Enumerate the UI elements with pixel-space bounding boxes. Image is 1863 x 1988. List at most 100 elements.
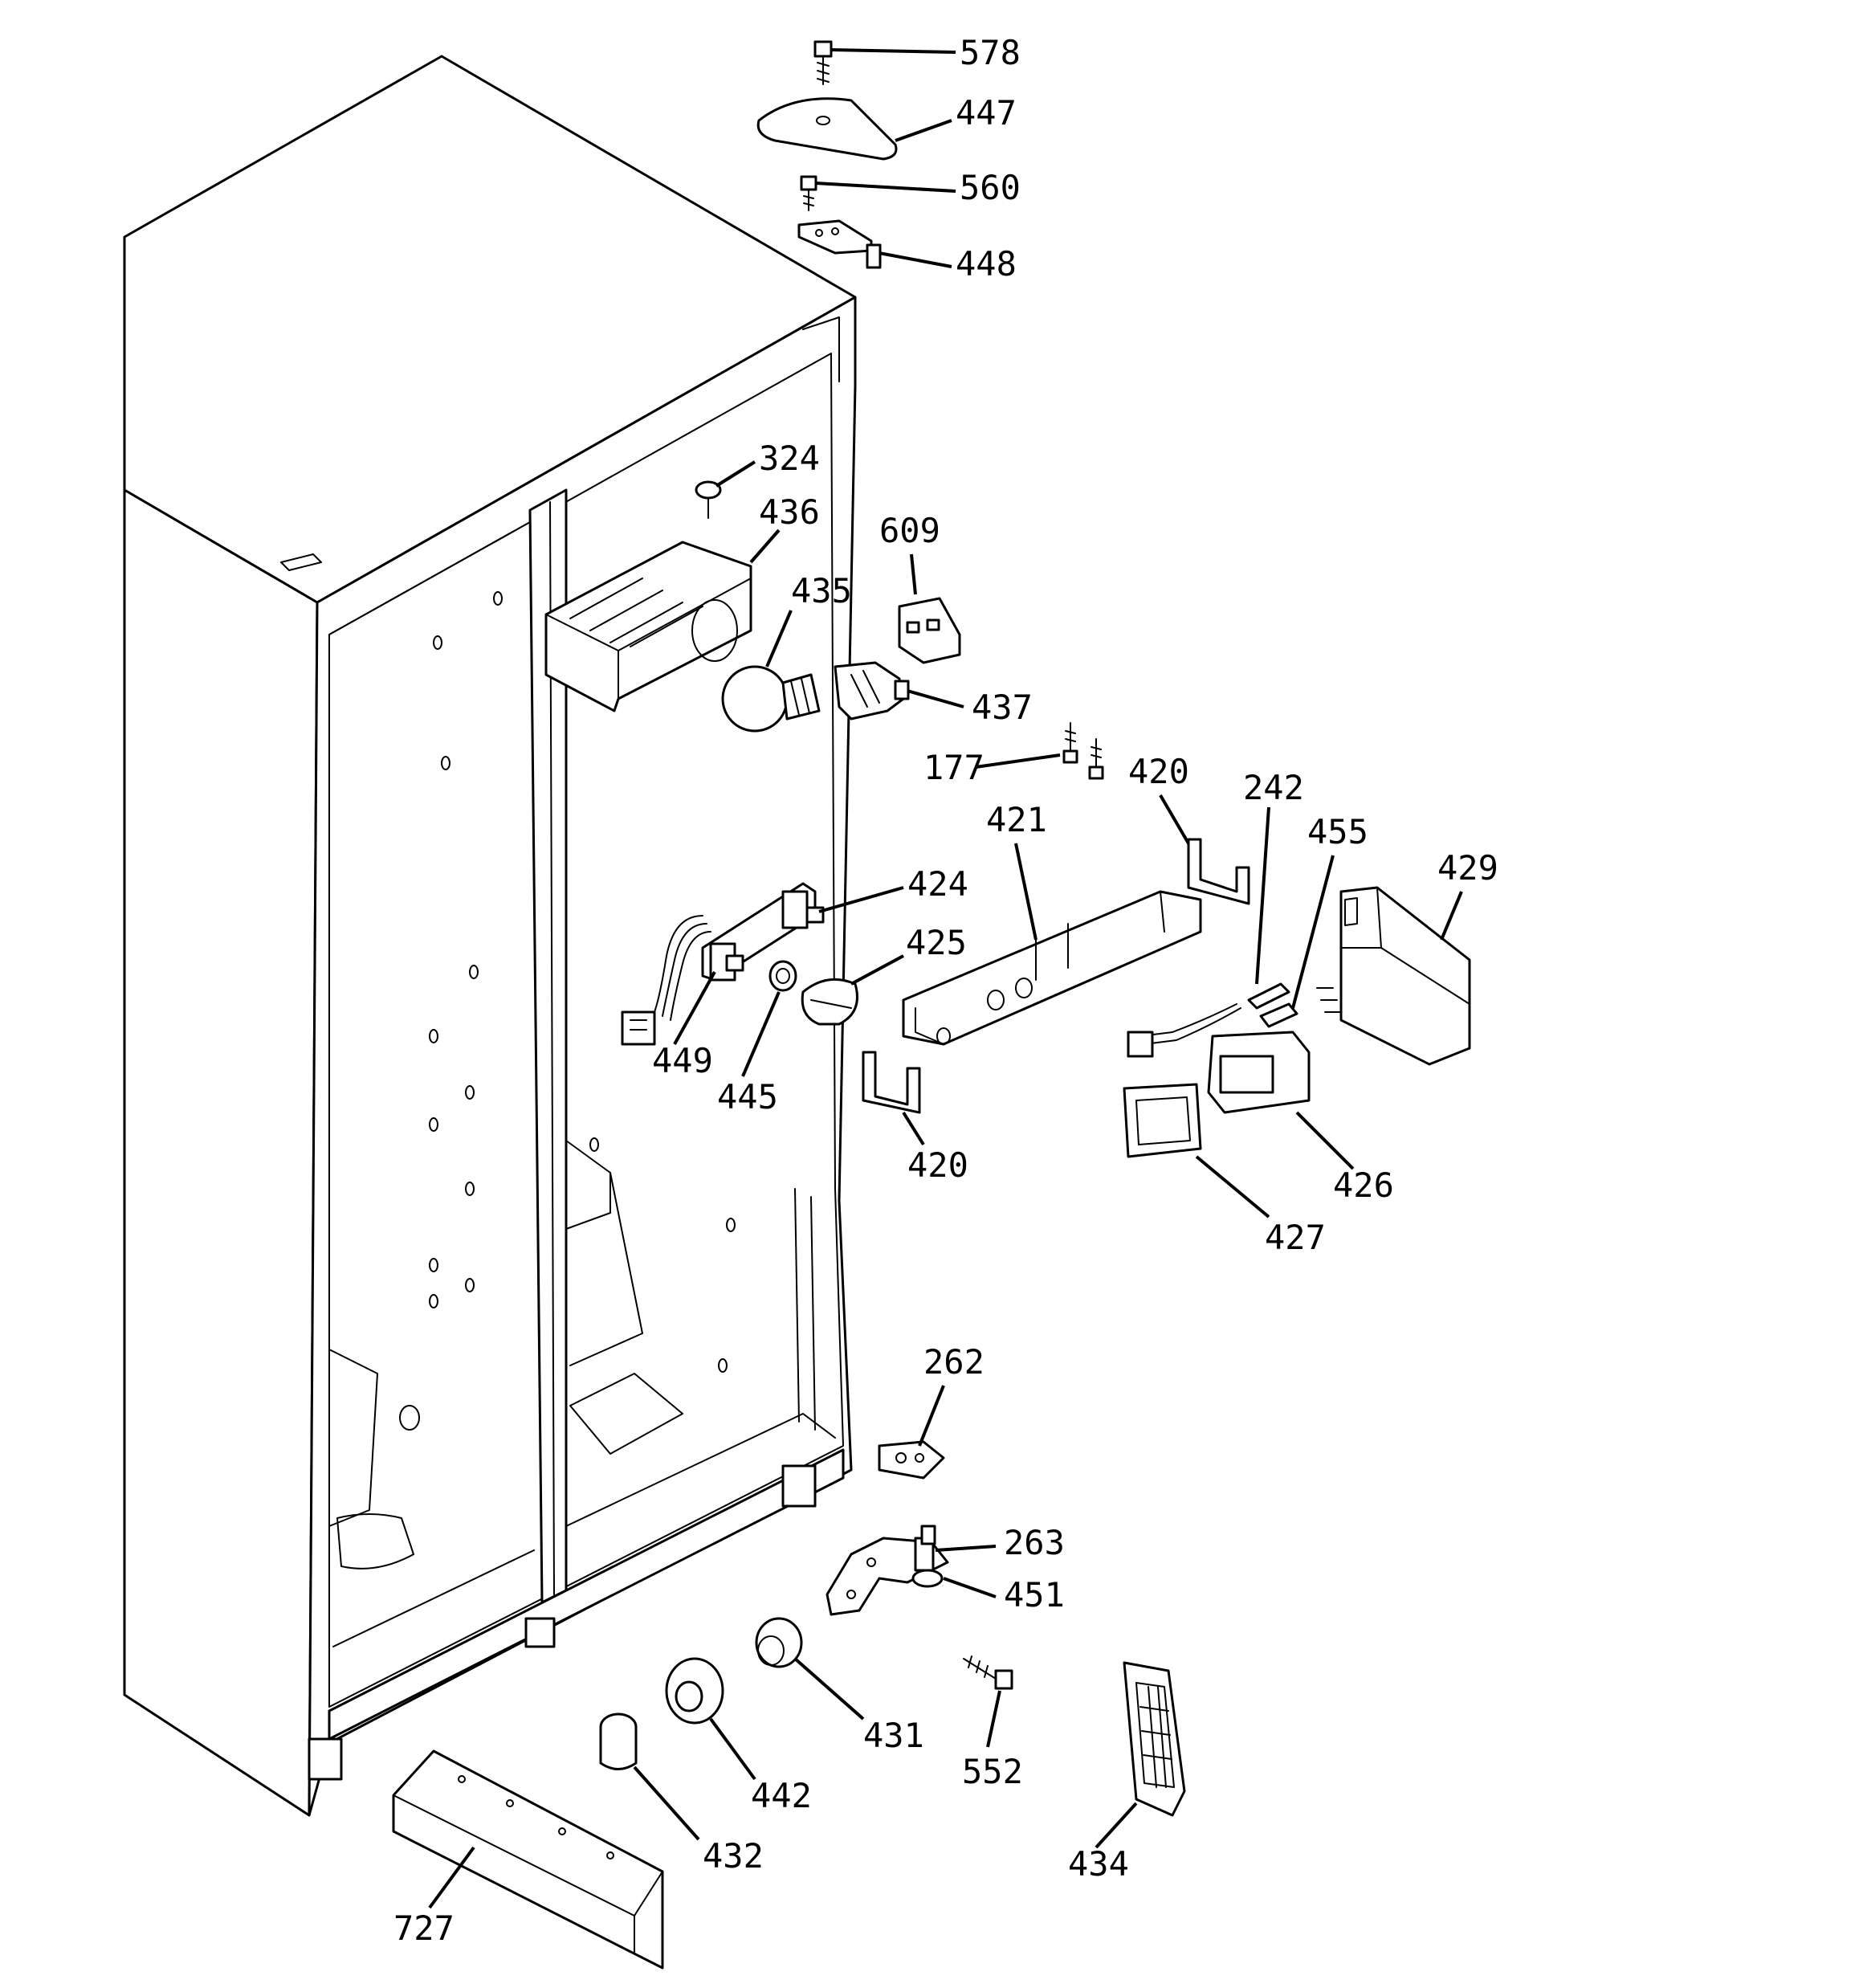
callout-label: 449 (652, 1041, 713, 1080)
callout-leader-line (918, 1385, 945, 1447)
callout-427: 427 (1195, 1155, 1326, 1257)
part-447-hinge-cover (756, 97, 898, 161)
callout-label: 609 (879, 511, 940, 550)
callout-leader-line (943, 1577, 997, 1598)
callout-leader-line (633, 1766, 700, 1841)
callout-label: 426 (1333, 1165, 1394, 1205)
callout-420b: 420 (902, 1111, 968, 1185)
callout-578: 578 (830, 33, 1021, 72)
callout-424: 424 (818, 864, 968, 913)
callout-434: 434 (1068, 1802, 1138, 1884)
callout-label: 552 (962, 1752, 1023, 1791)
callout-leader-line (765, 610, 793, 667)
callout-420a: 420 (1128, 752, 1190, 845)
callout-324: 324 (715, 439, 820, 488)
part-436-light-shield (544, 541, 752, 712)
part-427-light-lens (1123, 1083, 1202, 1158)
callout-552: 552 (962, 1690, 1023, 1791)
part-426-dispenser-light-housing (1127, 1003, 1311, 1114)
callout-label: 578 (960, 33, 1021, 72)
callout-leader-line (793, 1657, 865, 1721)
callout-label: 420 (1128, 752, 1189, 791)
callout-leader-line (1014, 843, 1037, 941)
part-435-light-bulb (721, 665, 821, 733)
part-324-push-pin (695, 480, 722, 519)
callout-432: 432 (633, 1766, 764, 1876)
callout-263: 263 (935, 1523, 1065, 1562)
callout-leader-line (428, 1846, 475, 1909)
callout-label: 434 (1068, 1844, 1129, 1884)
callout-label: 242 (1243, 768, 1304, 807)
part-425-control-knob (801, 978, 858, 1026)
part-177-screws (1062, 722, 1104, 780)
callout-leader-line (1295, 1111, 1355, 1170)
part-242-thermistor (1247, 982, 1290, 1010)
part-609-switch (898, 597, 961, 664)
callout-425: 425 (850, 923, 967, 986)
callout-label: 442 (751, 1776, 812, 1815)
callout-label: 447 (956, 93, 1017, 133)
part-421-control-housing (902, 890, 1202, 1046)
callout-leader-line (749, 529, 781, 564)
callout-431: 431 (793, 1657, 924, 1755)
callout-leader-line (895, 119, 952, 142)
callout-436: 436 (749, 492, 820, 564)
callout-437: 437 (907, 688, 1033, 727)
part-578-screw (813, 40, 833, 85)
callout-label: 560 (960, 168, 1021, 207)
part-420-clip-upper (1187, 838, 1250, 905)
part-263-pin (920, 1525, 936, 1545)
callout-leader-line (1159, 794, 1190, 845)
callout-242: 242 (1243, 768, 1304, 985)
callout-leader-line (902, 1111, 925, 1146)
callout-leader-line (715, 460, 756, 488)
callout-426: 426 (1295, 1111, 1394, 1205)
part-432-cap (599, 1712, 638, 1770)
callout-label: 445 (717, 1077, 778, 1116)
callout-451: 451 (943, 1575, 1065, 1614)
callout-label: 421 (986, 800, 1047, 839)
callout-label: 420 (907, 1145, 968, 1185)
callout-435: 435 (765, 571, 852, 667)
part-437-light-socket (834, 661, 910, 720)
callout-leader-line (975, 753, 1061, 769)
callout-leader-line (907, 689, 964, 708)
callout-447: 447 (895, 93, 1017, 142)
callout-429: 429 (1437, 848, 1498, 941)
callout-leader-line (1255, 806, 1270, 985)
callout-label: 262 (923, 1342, 984, 1382)
callout-label: 177 (923, 748, 984, 787)
part-560-screw (800, 175, 817, 211)
callout-label: 432 (703, 1836, 764, 1876)
part-552-screw (963, 1655, 1013, 1690)
callout-label: 427 (1265, 1218, 1326, 1257)
callout-727: 727 (393, 1846, 475, 1948)
callout-leader-line (673, 971, 716, 1045)
callout-455: 455 (1291, 812, 1368, 1009)
callout-leader-line (910, 553, 917, 595)
callout-609: 609 (879, 511, 940, 595)
part-445-bushing (768, 960, 797, 992)
callout-label: 425 (906, 923, 967, 962)
part-442-washer (665, 1657, 724, 1725)
callout-262: 262 (918, 1342, 984, 1447)
callout-label: 448 (956, 244, 1017, 284)
callout-leader-line (879, 251, 952, 268)
callout-label: 436 (759, 492, 820, 532)
callout-label: 431 (863, 1716, 924, 1755)
callout-421: 421 (986, 800, 1047, 941)
callout-leader-line (818, 886, 904, 913)
callout-label: 455 (1307, 812, 1368, 851)
part-420-clip-lower (862, 1051, 921, 1114)
callout-leader-line (814, 182, 956, 193)
callout-label: 435 (791, 571, 852, 610)
callout-560: 560 (814, 168, 1021, 207)
part-262-spacer (878, 1440, 945, 1480)
callout-leader-line (709, 1717, 756, 1781)
callout-leader-line (1095, 1802, 1138, 1849)
callout-442: 442 (709, 1717, 812, 1815)
callout-label: 727 (393, 1908, 455, 1948)
part-727-base-grille-bracket (392, 1749, 664, 1970)
callout-label: 263 (1004, 1523, 1065, 1562)
